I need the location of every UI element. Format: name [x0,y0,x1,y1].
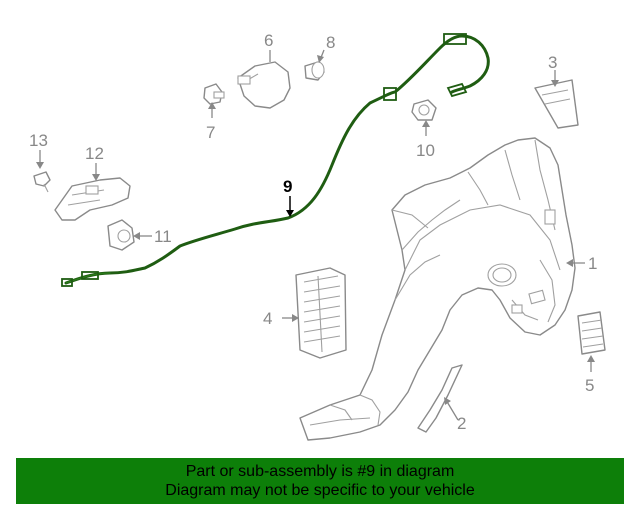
callout-7[interactable]: 7 [206,123,215,142]
info-banner: Part or sub-assembly is #9 in diagram Di… [16,458,624,504]
part-12-housing-bracket[interactable] [54,177,131,221]
part-8-bushing[interactable] [304,61,325,81]
part-7-hinge[interactable] [203,83,225,105]
callout-1[interactable]: 1 [588,254,597,273]
arrowhead-5 [587,355,595,362]
part-10-clip[interactable] [411,99,437,121]
part-13-bolt[interactable] [33,171,51,193]
arrowhead-4 [292,314,299,322]
callout-4[interactable]: 4 [263,309,272,328]
callout-6[interactable]: 6 [264,31,273,50]
arrowhead-9 [286,210,294,217]
diagram-svg: 1 2 3 4 5 [29,31,606,441]
arrowhead-12 [92,174,100,181]
arrowhead-7 [208,102,216,109]
arrowhead-10 [422,120,430,127]
parts-diagram: 1 2 3 4 5 [29,31,606,441]
callout-10[interactable]: 10 [416,141,435,160]
banner-line-1: Part or sub-assembly is #9 in diagram [185,463,455,480]
part-5-small-vent[interactable] [577,311,606,355]
callout-9[interactable]: 9 [283,177,292,196]
callout-12[interactable]: 12 [85,144,104,163]
cable-clip [383,87,397,101]
arrowhead-13 [36,162,44,169]
cable-crimp [81,271,99,280]
part-11-actuator[interactable] [107,219,135,251]
callout-8[interactable]: 8 [326,33,335,52]
callout-2[interactable]: 2 [457,414,466,433]
part-4-vent-grille[interactable] [295,267,347,359]
arrowhead-1 [566,259,573,267]
arrowhead-2 [444,397,451,405]
cable-actuator-end [446,82,468,98]
callout-3[interactable]: 3 [548,53,557,72]
arrowhead-3 [551,80,559,87]
callout-5[interactable]: 5 [585,376,594,395]
arrowhead-8 [317,55,324,63]
part-3-bracket[interactable] [534,79,579,129]
cable-end-fitting [61,278,73,287]
callout-13[interactable]: 13 [29,131,48,150]
callout-11[interactable]: 11 [154,227,172,246]
part-6-fuel-door[interactable] [237,61,291,109]
banner-line-2: Diagram may not be specific to your vehi… [165,482,475,499]
part-1-quarter-panel[interactable] [299,137,576,441]
part-2-trim-strip[interactable] [417,364,463,433]
cable-connector [443,33,467,45]
part-9-release-cable[interactable] [61,33,490,287]
arrowhead-11 [133,232,140,240]
leader-2 [445,399,459,421]
